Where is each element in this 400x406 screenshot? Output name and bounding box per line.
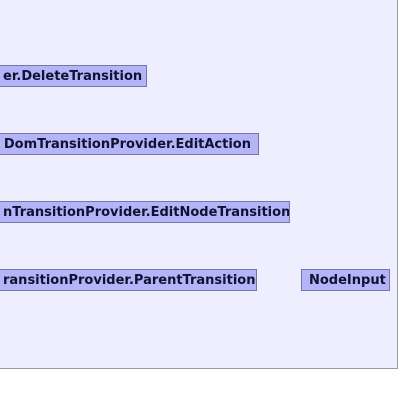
node-edit-node-transition[interactable]: nTransitionProvider.EditNodeTransition xyxy=(0,201,290,223)
node-node-input[interactable]: NodeInput xyxy=(301,269,390,291)
diagram-canvas: er.DeleteTransition DomTransitionProvide… xyxy=(0,0,398,369)
node-edit-action[interactable]: DomTransitionProvider.EditAction xyxy=(0,133,259,155)
node-delete-transition[interactable]: er.DeleteTransition xyxy=(0,65,147,87)
node-parent-transition[interactable]: ransitionProvider.ParentTransition xyxy=(0,269,257,291)
